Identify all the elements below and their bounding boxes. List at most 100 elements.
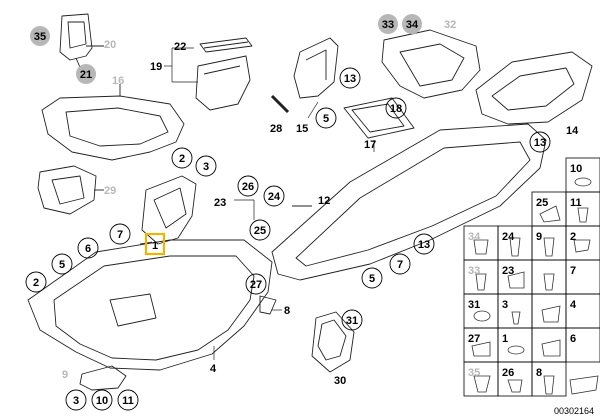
callout-26: 26 <box>242 181 254 193</box>
shield-part-32 <box>381 29 481 99</box>
grid-label: 4 <box>570 299 577 311</box>
grid-label: 35 <box>468 367 480 379</box>
callout-20: 20 <box>104 39 116 51</box>
callout-circle <box>30 26 50 46</box>
callouts: 35 20 21 16 22 19 28 15 13 5 33 34 32 18… <box>25 14 579 411</box>
grid-label: 8 <box>536 367 542 379</box>
callout-7: 7 <box>117 229 123 241</box>
front-underbody-panel <box>27 239 273 371</box>
grid-label: 25 <box>536 197 548 209</box>
callout-13: 13 <box>344 73 356 85</box>
bracket-part-15 <box>293 37 339 99</box>
callout-7: 7 <box>397 259 403 271</box>
screw-icon <box>509 237 521 257</box>
callout-16: 16 <box>112 75 124 87</box>
callout-3: 3 <box>73 395 79 407</box>
clip-icon <box>539 205 561 223</box>
callout-29: 29 <box>104 185 116 197</box>
callout-15: 15 <box>296 123 308 135</box>
bracket-part-9 <box>79 365 127 391</box>
grid-label: 2 <box>570 231 576 243</box>
grid-label: 1 <box>502 333 508 345</box>
nut-icon <box>473 239 489 255</box>
callout-34: 34 <box>406 19 419 31</box>
grid-label: 33 <box>468 265 480 277</box>
parts-grid: 10 25 11 34 24 9 2 33 23 7 31 3 4 27 1 6… <box>463 157 600 397</box>
callout-31: 31 <box>346 315 358 327</box>
clip-strip-icon <box>569 375 599 395</box>
plate-part-17 <box>343 97 415 139</box>
bracket-part-29 <box>37 165 97 215</box>
callout-18: 18 <box>390 103 402 115</box>
grid-label: 6 <box>570 333 576 345</box>
callout-35: 35 <box>34 31 46 43</box>
grid-label: 9 <box>536 231 542 243</box>
clip-icon <box>573 239 591 253</box>
clip-icon <box>541 305 561 323</box>
screw-icon <box>511 311 521 325</box>
grommet-icon <box>473 310 491 322</box>
bolt-icon <box>543 237 555 257</box>
grid-label: 10 <box>570 163 582 175</box>
callout-25: 25 <box>254 225 266 237</box>
callout-33: 33 <box>382 19 394 31</box>
callout-6: 6 <box>85 243 91 255</box>
grid-label: 3 <box>502 299 508 311</box>
callout-21: 21 <box>80 69 92 81</box>
callout-28: 28 <box>270 123 282 135</box>
grid-label: 26 <box>502 367 514 379</box>
callout-10: 10 <box>96 395 108 407</box>
callout-30: 30 <box>334 375 346 387</box>
washer-icon <box>507 345 525 355</box>
callout-1: 1 <box>152 240 158 252</box>
plug-icon <box>577 207 589 223</box>
callout-32: 32 <box>444 19 456 31</box>
grid-label: 24 <box>502 231 515 243</box>
callout-12: 12 <box>318 195 330 207</box>
washer-icon <box>574 177 592 187</box>
screw-icon <box>543 273 555 291</box>
cover-part-14 <box>475 51 593 125</box>
callout-2: 2 <box>33 277 39 289</box>
bolt-icon <box>475 273 487 291</box>
callout-5: 5 <box>323 113 329 125</box>
bolt-icon <box>543 375 555 395</box>
bracket-part-1 <box>141 175 197 245</box>
clip-nut-icon <box>507 271 525 289</box>
callout-17: 17 <box>364 139 376 151</box>
callout-23: 23 <box>214 197 226 209</box>
bolt-icon <box>507 379 523 393</box>
clip-part-27 <box>259 295 277 315</box>
callout-13: 13 <box>418 239 430 251</box>
rivet-icon <box>473 375 491 393</box>
callout-22: 22 <box>174 41 186 53</box>
image-code: 00302164 <box>553 406 594 416</box>
callout-9: 9 <box>62 369 68 381</box>
callout-11: 11 <box>122 395 134 407</box>
grid-label: 11 <box>570 197 582 209</box>
grid-label: 31 <box>468 299 480 311</box>
callout-5: 5 <box>369 273 375 285</box>
callout-8: 8 <box>284 305 290 317</box>
bracket-part-20 <box>59 13 93 61</box>
underbody-panel-12 <box>271 123 547 281</box>
callout-4: 4 <box>210 363 217 375</box>
callout-5: 5 <box>59 259 65 271</box>
bracket-part-30 <box>311 311 355 373</box>
callout-3: 3 <box>203 161 209 173</box>
grid-label: 23 <box>502 265 514 277</box>
part-1-highlight <box>144 232 166 256</box>
grid-label: 27 <box>468 333 480 345</box>
seal-part-22 <box>199 37 253 53</box>
grid-label: 7 <box>570 265 576 277</box>
callout-13: 13 <box>534 137 546 149</box>
grid-label: 34 <box>468 231 481 243</box>
callout-19: 19 <box>150 61 162 73</box>
clip-nut-icon <box>541 339 561 357</box>
callout-14: 14 <box>566 125 579 137</box>
callout-2: 2 <box>179 153 185 165</box>
callout-27: 27 <box>250 279 262 291</box>
rod-part-28 <box>270 94 290 114</box>
shield-part-19 <box>195 55 251 111</box>
